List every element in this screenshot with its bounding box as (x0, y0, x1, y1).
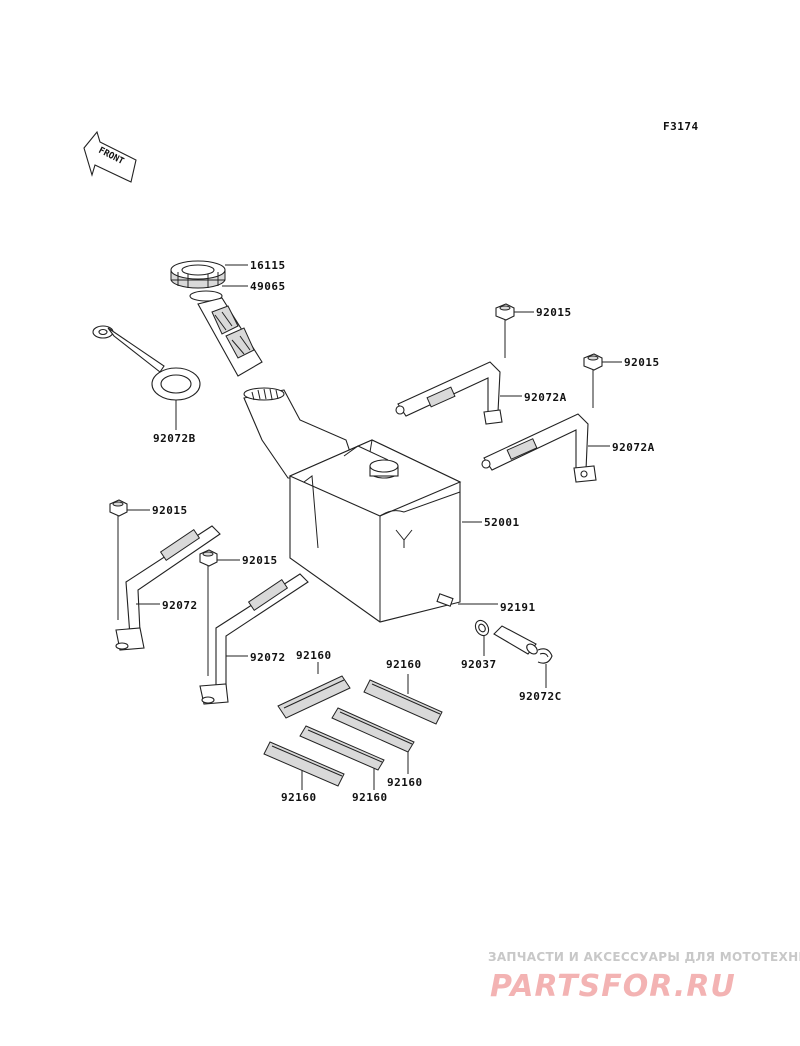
clamp-small-part (474, 619, 490, 637)
band-left-2-part (199, 573, 309, 705)
callout-cap: 16115 (250, 259, 286, 272)
fuel-tank-part (243, 387, 462, 623)
hose-fitting-part (493, 625, 538, 655)
watermark-tagline: ЗАПЧАСТИ И АКСЕССУАРЫ ДЛЯ МОТОТЕХНИКИ (488, 950, 800, 964)
callout-band-left-2: 92072 (250, 651, 286, 664)
cap-strap-part (92, 325, 201, 401)
callout-band-top-1: 92072A (524, 391, 567, 404)
callout-pad-1: 92160 (296, 649, 332, 662)
pad-5-part (263, 741, 345, 787)
callout-cap-strap: 92072B (153, 432, 196, 445)
callout-hose-fitting: 92191 (500, 601, 536, 614)
callout-nut-left-1: 92015 (152, 504, 188, 517)
callout-clamp-clip: 92072C (519, 690, 562, 703)
callout-pad-5: 92160 (281, 791, 317, 804)
band-top-1-part (395, 361, 503, 425)
band-top-2-part (481, 413, 597, 483)
nut-top-2-part (583, 353, 603, 371)
callout-nut-top-1: 92015 (536, 306, 572, 319)
callout-pad-2: 92160 (386, 658, 422, 671)
nut-left-1-part (109, 499, 128, 517)
pad-1-part (277, 675, 351, 719)
front-arrow-icon: FRONT (83, 130, 137, 183)
callout-clamp-small: 92037 (461, 658, 497, 671)
callout-filter: 49065 (250, 280, 286, 293)
callout-pad-3: 92160 (387, 776, 423, 789)
nut-top-1-part (495, 303, 515, 321)
fuel-cap-part (170, 260, 226, 289)
nut-left-2-part (199, 549, 218, 567)
figure-code: F3174 (663, 120, 699, 133)
callout-pad-4: 92160 (352, 791, 388, 804)
callout-tank: 52001 (484, 516, 520, 529)
pad-4-part (299, 725, 385, 771)
fuel-filter-part (189, 290, 263, 377)
callout-band-top-2: 92072A (612, 441, 655, 454)
band-left-1-part (115, 525, 221, 651)
callout-band-left-1: 92072 (162, 599, 198, 612)
watermark-logo: PARTSFOR.RU (490, 969, 736, 1004)
clamp-clip-part (537, 648, 553, 664)
pad-2-part (363, 679, 443, 725)
callout-nut-top-2: 92015 (624, 356, 660, 369)
callout-nut-left-2: 92015 (242, 554, 278, 567)
